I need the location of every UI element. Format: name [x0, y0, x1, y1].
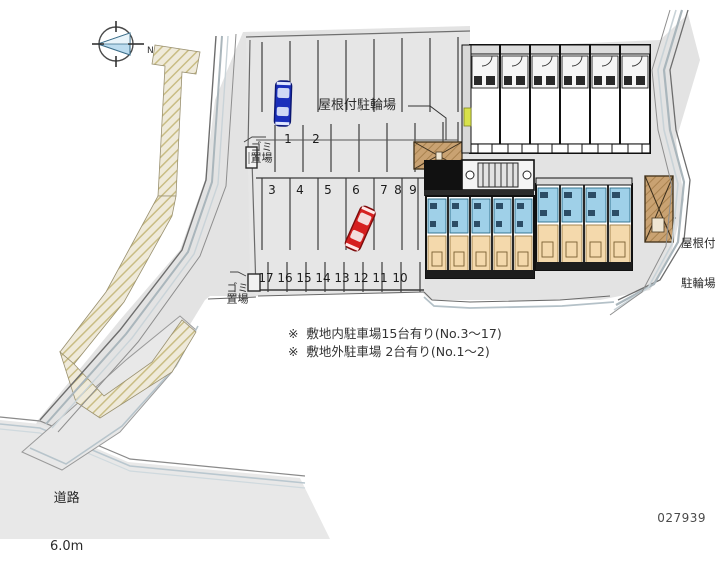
parking-stall-11: 11	[372, 271, 388, 285]
garbage-label-north-char3: 置	[249, 151, 262, 163]
north-arrow: N	[92, 21, 154, 67]
garbage-label-north-col-a: ゴ置	[249, 140, 262, 163]
garbage-label-south-char4: 場	[236, 292, 249, 304]
parking-stall-6: 6	[352, 183, 360, 197]
reference-id: 027939	[657, 511, 706, 525]
parking-notes: ※ 敷地内駐車場15台有り(No.3〜17) ※ 敷地外駐車場 2台有り(No.…	[288, 325, 502, 361]
south-boundary	[207, 291, 615, 309]
red-car	[344, 205, 376, 252]
garbage-area-label-north: ゴ置ミ場	[236, 128, 273, 179]
garbage-label-north-char1: ゴ	[249, 140, 262, 152]
blue-car	[273, 80, 293, 127]
center-apartment-block	[425, 195, 535, 279]
garbage-label-north-char4: 場	[260, 151, 273, 163]
garbage-label-south-char2: ミ	[236, 281, 249, 293]
parking-note-2: ※ 敷地外駐車場 2台有り(No.1〜2)	[288, 344, 490, 360]
hatched-boundary-strip-north	[151, 44, 201, 197]
roofed-bicycle-parking-label-right: 屋根付 駐輪場	[681, 211, 716, 317]
parking-stall-lines-upper	[261, 37, 459, 112]
gomi-box-south	[230, 271, 261, 292]
roofed-bicycle-parking-label-right-line1: 屋根付	[681, 236, 716, 251]
parking-stall-lines-row4	[258, 262, 424, 292]
parking-stall-1: 1	[284, 132, 292, 146]
parking-top-edge	[245, 30, 471, 38]
garbage-label-south-col-a: ゴ置	[225, 281, 238, 304]
road-width: 6.0m	[50, 539, 84, 555]
parking-stall-10: 10	[392, 271, 408, 285]
parking-stall-9: 9	[409, 183, 417, 197]
svg-text:N: N	[147, 46, 154, 56]
road-name: 道路	[53, 490, 80, 506]
garbage-label-south-char1: ゴ	[225, 281, 238, 293]
parking-stall-5: 5	[324, 183, 332, 197]
bike-shelter-east	[644, 175, 674, 243]
corridor-band	[424, 160, 534, 196]
parking-stall-14: 14	[315, 271, 331, 285]
parking-stall-2: 2	[312, 132, 320, 146]
parking-stall-17: 17	[258, 271, 274, 285]
garbage-label-south-char3: 置	[225, 292, 238, 304]
stair-core	[461, 159, 535, 191]
parking-stall-13: 13	[334, 271, 350, 285]
road-label: 道路 6.0m	[50, 458, 83, 588]
roofed-bicycle-parking-label-top: 屋根付駐輪場	[318, 98, 397, 113]
parking-stall-7: 7	[380, 183, 388, 197]
garbage-label-south-col-b: ミ場	[236, 281, 249, 304]
site-plan-drawing: N	[0, 9, 700, 539]
roof-bike-top-leader	[408, 105, 447, 140]
north-apartment-block	[461, 44, 651, 154]
parking-stall-15: 15	[296, 271, 312, 285]
west-boundary-wall	[39, 33, 237, 433]
parking-stall-12: 12	[353, 271, 369, 285]
parking-lot-surface	[246, 30, 470, 296]
parking-stall-4: 4	[296, 183, 304, 197]
parking-stall-3: 3	[268, 183, 276, 197]
garbage-label-north-col-b: ミ場	[260, 140, 273, 163]
east-apartment-block	[535, 177, 633, 271]
parking-note-1: ※ 敷地内駐車場15台有り(No.3〜17)	[288, 326, 502, 341]
site-plan-map: N 屋根付駐輪場 屋根付 駐輪場 ゴ置ミ場 ゴ置ミ場 1 2 3 4 5 6 7…	[0, 9, 716, 555]
hatched-boundary-strip-south	[59, 319, 197, 419]
parking-stall-8: 8	[394, 183, 402, 197]
gomi-box-north	[243, 136, 266, 169]
garbage-label-north-char2: ミ	[260, 140, 273, 152]
garbage-area-label-south: ゴ置ミ場	[212, 269, 249, 320]
east-boundary-wall	[609, 9, 691, 316]
parking-stall-16: 16	[277, 271, 293, 285]
roofed-bicycle-parking-label-right-line2: 駐輪場	[681, 276, 716, 291]
